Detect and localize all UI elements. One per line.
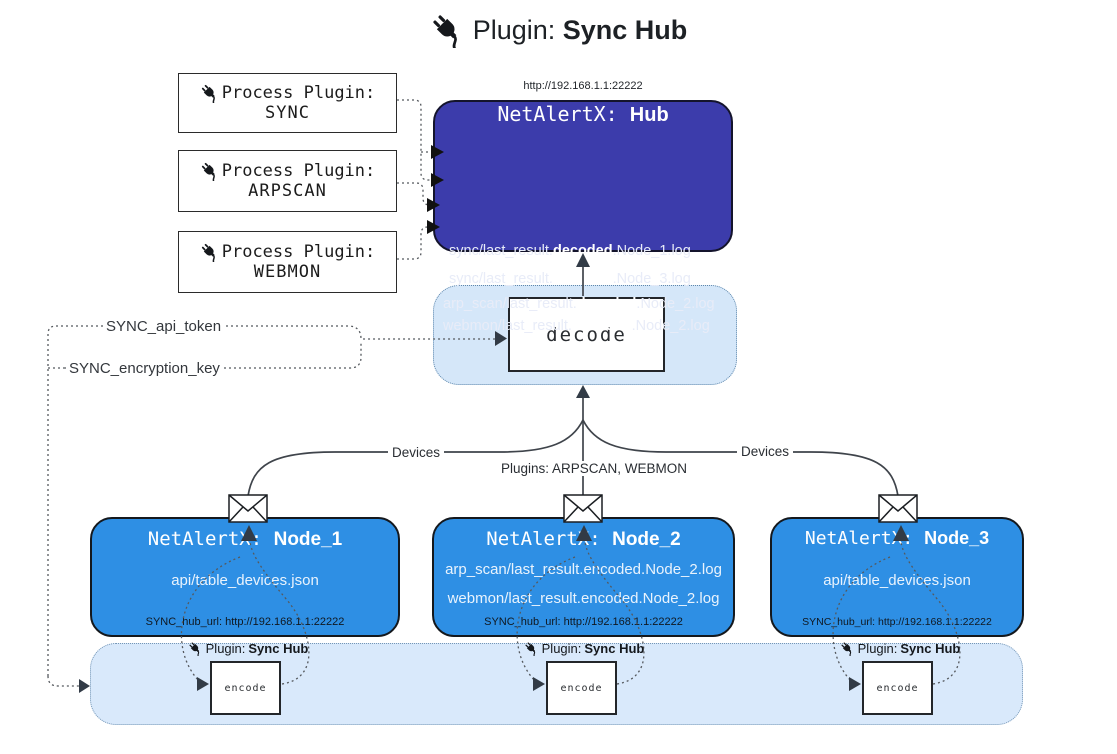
plug-icon xyxy=(200,83,220,103)
node2-file: webmon/last_result.encoded.Node_2.log xyxy=(447,590,720,607)
log-pre: webmon/last_result. xyxy=(443,318,572,334)
log-post: .Node_3.log xyxy=(612,271,691,287)
plugins-edge-label: Plugins: ARPSCAN, WEBMON xyxy=(497,461,692,476)
node-title-prefix: NetAlertX: xyxy=(147,528,263,550)
node3-title: NetAlertX: Node_3 xyxy=(772,528,1022,549)
log-post: .Node_2.log xyxy=(636,296,715,312)
plug-icon xyxy=(200,161,220,181)
edge-sync-to-hub xyxy=(397,99,431,181)
devices-left-label: Devices xyxy=(388,445,445,460)
node3-hub-url: SYNC_hub_url: http://192.168.1.1:22222 xyxy=(802,616,992,628)
process-plugin-name: SYNC xyxy=(265,103,310,123)
node2-title: NetAlertX: Node_2 xyxy=(434,528,733,551)
node3-file: api/table_devices.json xyxy=(823,572,971,589)
plugin-label: Plugin: xyxy=(205,641,246,656)
log-post: .Node_2.log xyxy=(631,318,710,334)
arrowhead-right-into-panel xyxy=(79,679,90,693)
log-pre: arp_scan/last_result. xyxy=(443,296,577,312)
node1-box: NetAlertX: Node_1 api/table_devices.json… xyxy=(90,517,400,637)
hub-url-label: http://192.168.1.1:22222 xyxy=(523,80,643,92)
hub-title-prefix: NetAlertX: xyxy=(497,102,618,126)
edge-webmon-to-hub xyxy=(397,226,431,260)
node2-hub-url: SYNC_hub_url: http://192.168.1.1:22222 xyxy=(484,616,683,628)
plugin-name: Sync Hub xyxy=(584,641,645,656)
log-bold: decoded xyxy=(552,243,613,259)
node1-file: api/table_devices.json xyxy=(171,572,319,589)
encode3-box: encode xyxy=(862,661,933,715)
node-title-name: Node_2 xyxy=(612,529,681,550)
node1-title: NetAlertX: Node_1 xyxy=(92,528,398,551)
edge-key-to-panel xyxy=(47,675,79,687)
hub-title: NetAlertX: Hub xyxy=(435,102,731,127)
log-bold: decoded xyxy=(552,271,613,287)
process-plugin-webmon-box: Process Plugin: WEBMON xyxy=(178,231,397,293)
hub-log-line: webmon/last_result.decoded.Node_2.log xyxy=(443,318,729,340)
encode2-box: encode xyxy=(546,661,617,715)
edge-key-left-rail xyxy=(47,325,57,676)
node2-box: NetAlertX: Node_2 arp_scan/last_result.e… xyxy=(432,517,735,637)
plugin-name: Sync Hub xyxy=(900,641,961,656)
encoder2-plugin-label: Plugin:Sync Hub xyxy=(504,641,664,656)
plug-icon xyxy=(188,641,203,656)
log-bold: decoded xyxy=(571,318,632,334)
edge-arpscan-to-hub xyxy=(397,182,431,206)
hub-log-line: arp_scan/last_result.decoded.Node_2.log xyxy=(443,296,729,318)
node3-box: NetAlertX: Node_3 api/table_devices.json… xyxy=(770,517,1024,637)
process-plugin-name: WEBMON xyxy=(253,262,322,282)
plug-icon xyxy=(840,641,855,656)
encode1-box: encode xyxy=(210,661,281,715)
process-plugin-label: Process Plugin: xyxy=(221,83,376,103)
node-title-prefix: NetAlertX: xyxy=(486,528,601,550)
page-title: Plugin: Sync Hub xyxy=(0,12,1117,48)
node-title-name: Node_3 xyxy=(924,528,990,548)
node-title-name: Node_1 xyxy=(273,529,343,550)
plugin-name: Sync Hub xyxy=(248,641,309,656)
process-plugin-label: Process Plugin: xyxy=(221,161,376,181)
encoder3-plugin-label: Plugin:Sync Hub xyxy=(820,641,980,656)
encoder1-plugin-label: Plugin:Sync Hub xyxy=(168,641,328,656)
sync-encryption-key-label: SYNC_encryption_key xyxy=(66,360,223,377)
hub-log-line: sync/last_result.decoded.Node_1.log xyxy=(449,243,735,265)
node2-file: arp_scan/last_result.encoded.Node_2.log xyxy=(445,561,722,578)
log-pre: sync/last_result. xyxy=(449,243,553,259)
process-plugin-name: ARPSCAN xyxy=(248,181,327,201)
node1-hub-url: SYNC_hub_url: http://192.168.1.1:22222 xyxy=(145,616,345,628)
plug-icon xyxy=(430,12,466,48)
sync-api-token-label: SYNC_api_token xyxy=(103,318,225,335)
process-plugin-label: Process Plugin: xyxy=(221,242,376,262)
plug-icon xyxy=(524,641,539,656)
process-plugin-sync-box: Process Plugin: SYNC xyxy=(178,73,397,133)
page-title-text: Plugin: Sync Hub xyxy=(473,15,688,46)
hub-box: NetAlertX: Hub sync/last_result.decoded.… xyxy=(433,100,733,334)
devices-right-label: Devices xyxy=(737,444,794,459)
arrowhead-up-into-decode-panel xyxy=(576,385,590,398)
node-title-prefix: NetAlertX: xyxy=(804,528,914,549)
hub-log-line: sync/last_result.decoded.Node_3.log xyxy=(449,271,735,293)
hub-title-name: Hub xyxy=(629,104,669,126)
log-pre: sync/last_result. xyxy=(449,271,553,287)
log-post: .Node_1.log xyxy=(612,243,691,259)
title-prefix: Plugin: xyxy=(472,14,556,45)
log-bold: decoded xyxy=(576,296,637,312)
title-name: Sync Hub xyxy=(562,14,688,45)
plugin-label: Plugin: xyxy=(541,641,582,656)
process-plugin-arpscan-box: Process Plugin: ARPSCAN xyxy=(178,150,397,212)
plug-icon xyxy=(200,242,220,262)
decode-box: decode xyxy=(508,297,665,372)
plugin-label: Plugin: xyxy=(857,641,898,656)
